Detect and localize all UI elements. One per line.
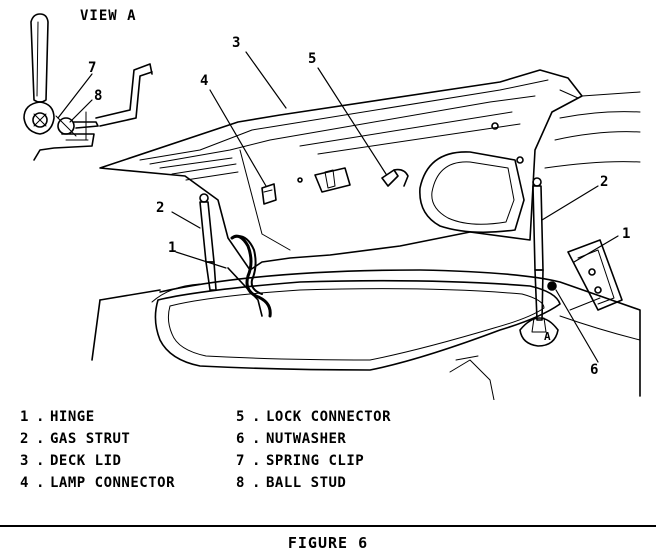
deck-lid-illustration bbox=[23, 13, 641, 400]
legend-label: SPRING CLIP bbox=[266, 453, 365, 469]
detail-a-mount bbox=[519, 317, 559, 347]
lamp-connector-part bbox=[261, 183, 277, 205]
view-a-title: VIEW A bbox=[80, 8, 137, 24]
callout-spring-clip: 7 bbox=[88, 60, 97, 76]
callout-lock-connector: 5 bbox=[308, 51, 317, 67]
legend-number: 5 bbox=[236, 409, 245, 425]
figure-caption: FIGURE 6 bbox=[287, 534, 369, 552]
trunk-body bbox=[91, 269, 641, 400]
callout-gas-strut-left: 2 bbox=[156, 200, 165, 216]
legend-number: 1 bbox=[20, 409, 29, 425]
rear-body-outline bbox=[544, 91, 641, 169]
legend-number: 3 bbox=[20, 453, 29, 469]
callout-nutwasher: 6 bbox=[590, 362, 599, 378]
nutwasher-part bbox=[547, 281, 557, 291]
legend-column-left: 1.HINGE 2.GAS STRUT 3.DECK LID 4.LAMP CO… bbox=[20, 406, 175, 494]
legend-label: BALL STUD bbox=[266, 475, 347, 491]
leader-lines bbox=[57, 51, 619, 363]
legend-label: DECK LID bbox=[50, 453, 122, 469]
legend-column-right: 5.LOCK CONNECTOR 6.NUTWASHER 7.SPRING CL… bbox=[236, 406, 391, 494]
callout-ball-stud: 8 bbox=[94, 88, 103, 104]
legend-item: 2.GAS STRUT bbox=[20, 428, 175, 450]
callout-deck-lid: 3 bbox=[232, 35, 241, 51]
legend-item: 4.LAMP CONNECTOR bbox=[20, 472, 175, 494]
legend-item: 3.DECK LID bbox=[20, 450, 175, 472]
legend-label: HINGE bbox=[50, 409, 95, 425]
view-a-detail bbox=[23, 13, 153, 161]
lock-connector-part bbox=[381, 168, 409, 187]
legend-item: 8.BALL STUD bbox=[236, 472, 391, 494]
legend-item: 5.LOCK CONNECTOR bbox=[236, 406, 391, 428]
legend-item: 6.NUTWASHER bbox=[236, 428, 391, 450]
legend-item: 7.SPRING CLIP bbox=[236, 450, 391, 472]
callout-detail-a: A bbox=[544, 330, 551, 343]
legend-label: LAMP CONNECTOR bbox=[50, 475, 176, 491]
legend-number: 2 bbox=[20, 431, 29, 447]
callout-lamp-connector: 4 bbox=[200, 73, 209, 89]
legend-number: 7 bbox=[236, 453, 245, 469]
callout-gas-strut-right: 2 bbox=[600, 174, 609, 190]
legend-number: 8 bbox=[236, 475, 245, 491]
legend-label: LOCK CONNECTOR bbox=[266, 409, 392, 425]
left-gas-strut-part bbox=[199, 193, 217, 291]
legend-number: 6 bbox=[236, 431, 245, 447]
callout-hinge-left: 1 bbox=[168, 240, 177, 256]
callout-hinge-right: 1 bbox=[622, 226, 631, 242]
legend-item: 1.HINGE bbox=[20, 406, 175, 428]
legend-number: 4 bbox=[20, 475, 29, 491]
legend-label: GAS STRUT bbox=[50, 431, 131, 447]
right-gas-strut-part bbox=[532, 177, 544, 321]
deck-lid bbox=[99, 69, 583, 271]
caption-divider bbox=[0, 525, 656, 527]
legend-label: NUTWASHER bbox=[266, 431, 347, 447]
